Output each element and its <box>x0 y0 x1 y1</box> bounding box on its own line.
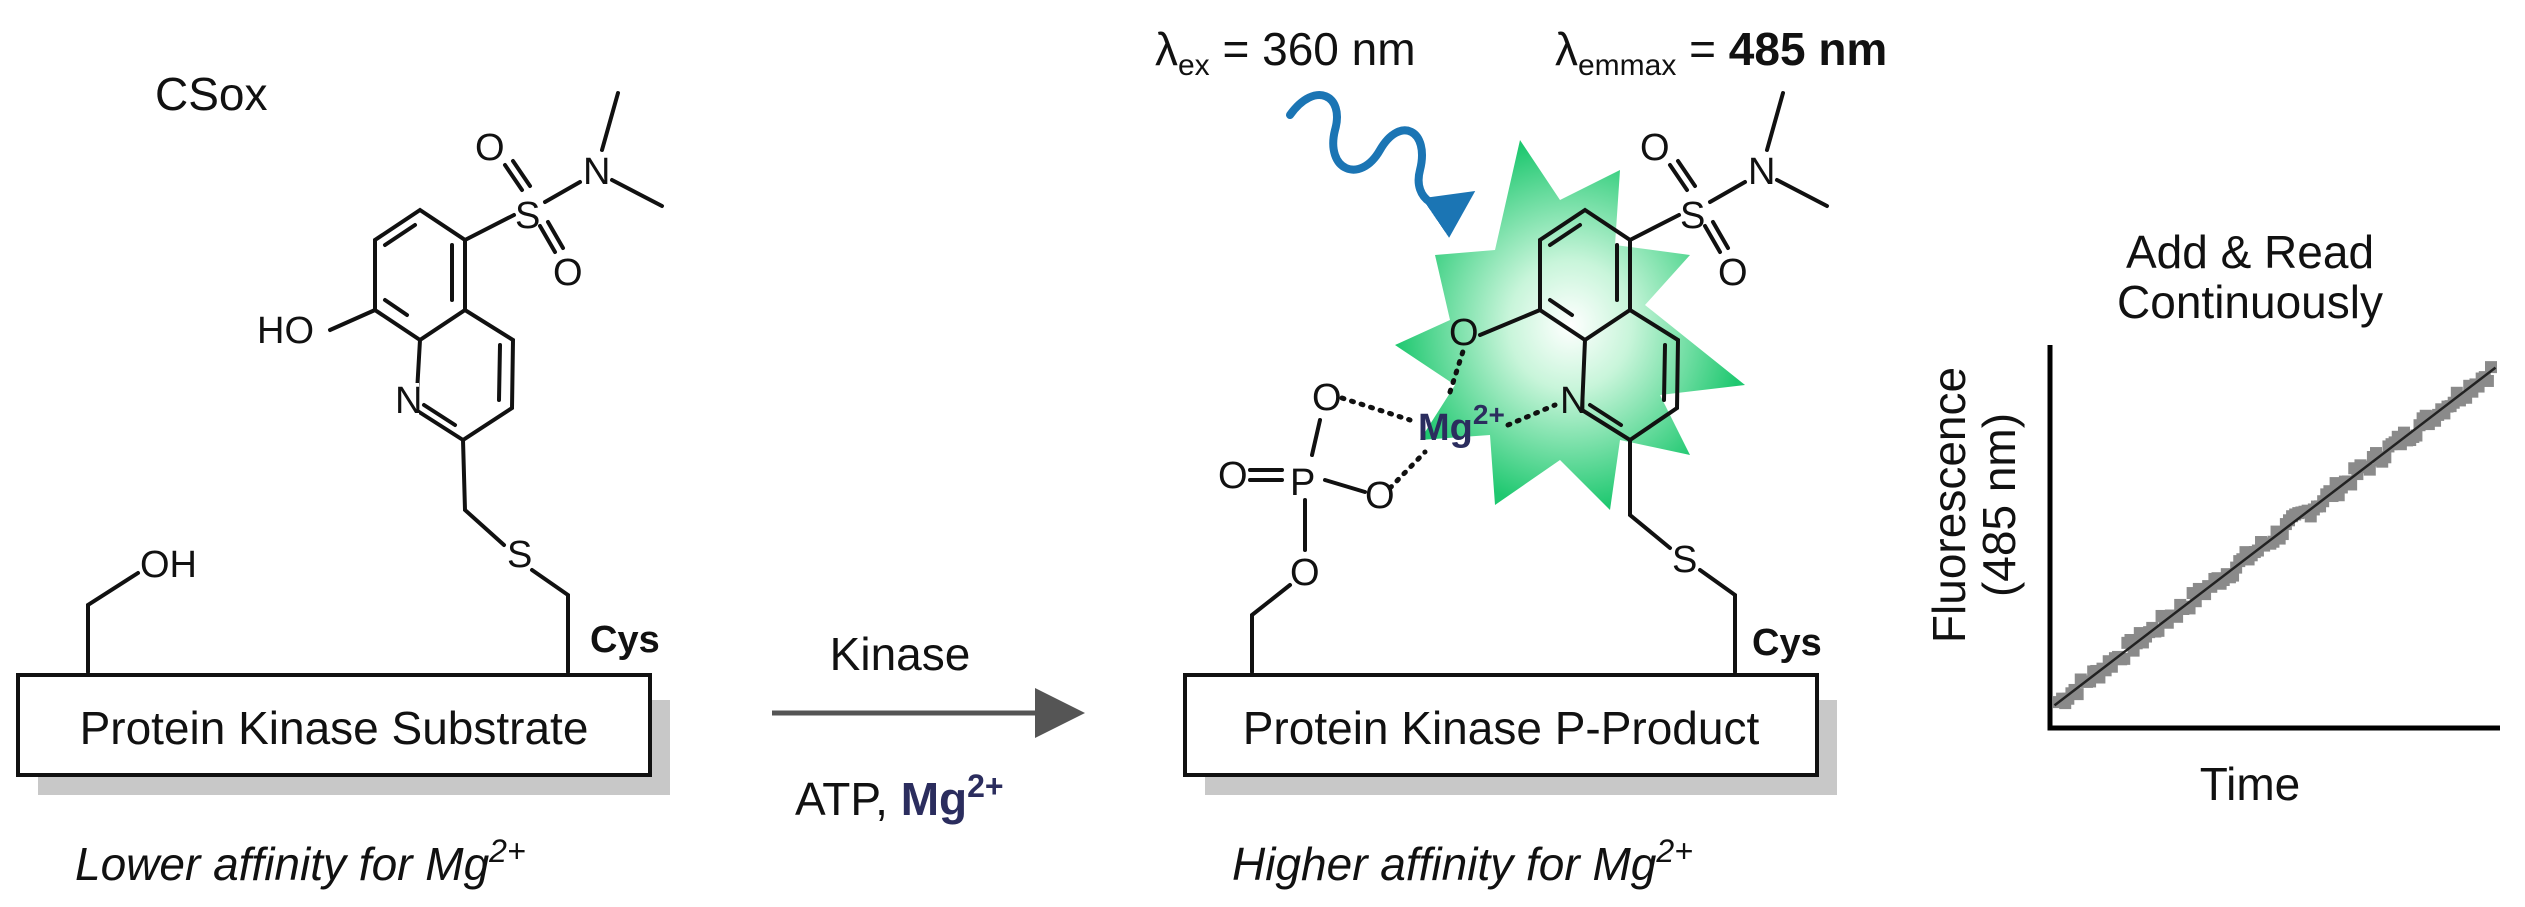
sulfonyl-o-top-right: O <box>1640 127 1670 169</box>
csox-label: CSox <box>155 68 267 120</box>
lambda-ex-label: λex = 360 nm <box>1155 23 1416 82</box>
p-double-bond <box>1248 468 1284 482</box>
chart-title-line1: Add & Read <box>2126 226 2374 278</box>
chart-y-label-line1: Fluorescence <box>1923 367 1975 643</box>
sulfonamide-group: S O O N <box>463 91 664 294</box>
hydroxyl-oh: OH <box>140 544 197 586</box>
ester-o: O <box>1290 552 1320 594</box>
mg-coord-phenolate <box>1447 342 1468 395</box>
sulfonamide-group-right: S O O N <box>1628 91 1829 294</box>
right-caption: Higher affinity for Mg2+ <box>1232 833 1693 890</box>
sulfonamide-n-right: N <box>1748 151 1775 193</box>
plot-area <box>2047 345 2500 731</box>
phosphorus: P <box>1290 462 1315 504</box>
sulfonamide-n: N <box>583 151 610 193</box>
right-panel: λex = 360 nm λemmax = 485 nm Protein Kin… <box>1155 23 1887 890</box>
product-box <box>1183 673 1819 777</box>
hydroxy-ho: HO <box>257 310 314 352</box>
mg-coord-o-top <box>1339 395 1413 423</box>
fluorescence-chart: Add & Read Continuously Time Fluorescenc… <box>1923 226 2500 810</box>
substrate-box-label: Protein Kinase Substrate <box>80 702 589 754</box>
phenolate-o: O <box>1449 312 1479 354</box>
lambda-em-label: λemmax = 485 nm <box>1555 23 1887 82</box>
data-point <box>2410 429 2423 442</box>
phosphoserine-chain-bond <box>1250 583 1292 674</box>
chart-y-label-line2: (485 nm) <box>1973 413 2025 597</box>
sulfonyl-s-right: S <box>1680 195 1705 237</box>
thioether-s: S <box>507 534 532 576</box>
reaction-arrow-group: Kinase ATP, Mg2+ <box>772 628 1085 825</box>
left-panel: CSox Protein Kinase Substrate OH Cys S N… <box>16 68 670 890</box>
cys-chain-bond-right <box>1698 568 1737 674</box>
fluorescence-glow <box>1395 140 1745 510</box>
phosphoryl-o-top: O <box>1312 377 1342 419</box>
serine-sidechain-bond <box>86 571 140 674</box>
data-point <box>2118 652 2131 665</box>
data-point <box>2304 510 2317 523</box>
mg-coord-ring-n <box>1505 402 1558 428</box>
trend-line <box>2053 366 2497 707</box>
cys-label-right: Cys <box>1752 622 1822 664</box>
arrow-bottom-label: ATP, Mg2+ <box>795 768 1004 825</box>
data-point <box>2481 374 2494 387</box>
quinoline-ring: N HO <box>257 207 516 443</box>
chart-axes <box>2047 345 2500 731</box>
sulfonyl-o-bottom: O <box>553 252 583 294</box>
cys-chain-bond <box>530 568 570 674</box>
arrow-top-label: Kinase <box>830 628 971 680</box>
thioether-s-right: S <box>1672 539 1697 581</box>
phosphoryl-o-double: O <box>1218 455 1248 497</box>
thio-ch2-bond-right <box>1628 438 1672 550</box>
quinoline-ring-right: O N <box>1449 207 1681 443</box>
sulfonyl-o-bottom-right: O <box>1718 252 1748 294</box>
mg-coord-o-right <box>1387 449 1428 491</box>
sulfonyl-s: S <box>515 195 540 237</box>
left-caption: Lower affinity for Mg2+ <box>75 833 526 890</box>
thio-ch2-bond <box>461 438 506 547</box>
p-o1-bond <box>1310 418 1322 457</box>
phosphoryl-o-right: O <box>1365 475 1395 517</box>
sulfonyl-o-top: O <box>475 127 505 169</box>
product-box-label: Protein Kinase P-Product <box>1243 702 1760 754</box>
p-o2-bond <box>1323 478 1367 494</box>
mg-ion: Mg2+ <box>1418 399 1505 449</box>
data-point <box>2084 675 2097 688</box>
ring-n-right: N <box>1560 380 1587 422</box>
excitation-wave <box>1286 91 1476 238</box>
data-point <box>2276 528 2289 541</box>
ring-n: N <box>395 380 422 422</box>
chart-title-line2: Continuously <box>2117 276 2383 328</box>
cys-label: Cys <box>590 619 660 661</box>
chart-x-label: Time <box>2200 758 2301 810</box>
substrate-box <box>16 673 652 777</box>
